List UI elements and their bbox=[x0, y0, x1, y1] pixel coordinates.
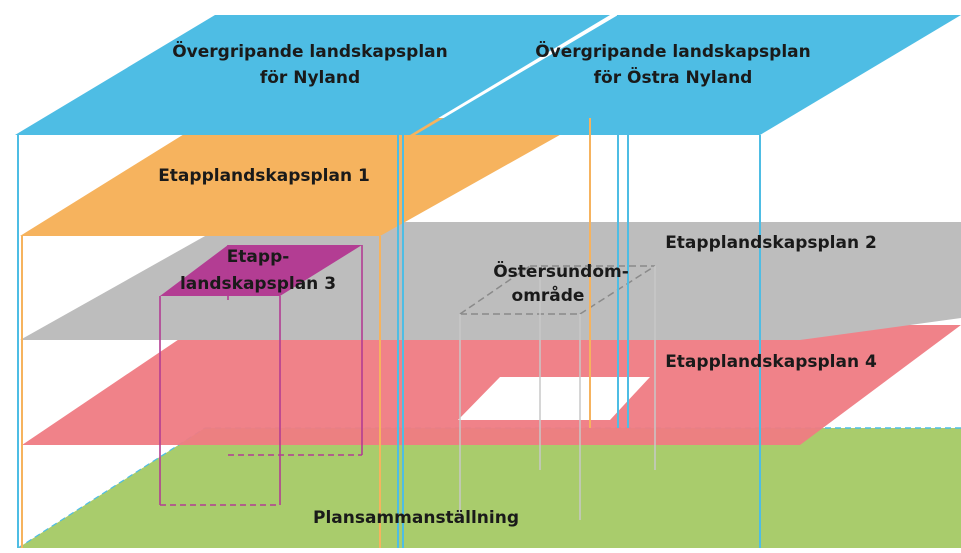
label-phase3-line1: Etapp- bbox=[227, 247, 290, 267]
label-ostersundom-line2: område bbox=[512, 284, 585, 306]
label-nyland-line2: för Nyland bbox=[260, 68, 360, 88]
label-phase1: Etapplandskapsplan 1 bbox=[158, 166, 370, 186]
label-ostra-line2: för Östra Nyland bbox=[594, 66, 753, 88]
phase3-box-edges bbox=[159, 245, 363, 506]
label-ostersundom-line1: Östersundom- bbox=[493, 260, 629, 282]
label-phase3-line2: landskapsplan 3 bbox=[180, 274, 336, 294]
layer-regional-nyland bbox=[15, 15, 610, 135]
layer-consolidation bbox=[18, 428, 961, 548]
label-consolidation: Plansammanställning bbox=[313, 508, 519, 528]
layer-regional-ostra-nyland bbox=[415, 15, 961, 135]
layer-phase1 bbox=[20, 118, 590, 236]
label-phase2: Etapplandskapsplan 2 bbox=[665, 233, 877, 253]
label-phase4: Etapplandskapsplan 4 bbox=[665, 352, 877, 372]
layer-phase4 bbox=[22, 325, 961, 445]
phase1-box-edges bbox=[21, 118, 591, 548]
regional-box-edges bbox=[17, 15, 761, 548]
label-nyland-line1: Övergripande landskapsplan bbox=[172, 40, 448, 62]
label-ostra-line1: Övergripande landskapsplan bbox=[535, 40, 811, 62]
layer-phase3 bbox=[160, 245, 362, 296]
consolidation-dashed-edge-left bbox=[17, 427, 206, 549]
